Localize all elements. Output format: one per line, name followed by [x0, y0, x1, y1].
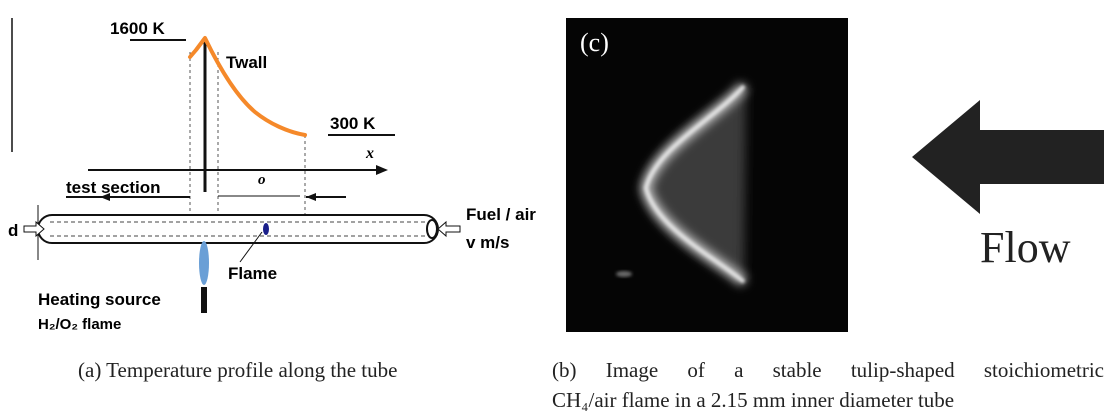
velocity-label: v m/s: [466, 233, 509, 252]
flame-front: [643, 84, 746, 284]
panel-label: (c): [580, 28, 609, 57]
tube-outer: [37, 214, 439, 244]
tube-end-ring: [426, 219, 438, 239]
flame-label: Flame: [228, 264, 277, 283]
x-axis-label: x: [365, 145, 374, 162]
heating-source-label: Heating source: [38, 290, 161, 309]
flame-pointer-line: [239, 231, 263, 263]
burner-icon: [201, 287, 207, 313]
flame-glow: [644, 88, 746, 280]
flame-photo-drawing: [566, 18, 848, 332]
test-section-arrowhead-right: [306, 193, 316, 201]
flow-arrow-icon: [912, 100, 1104, 214]
caption-a: (a) Temperature profile along the tube: [78, 358, 398, 382]
caption-b-line2: CH₄/air flame in a 2.15 mm inner diamete…: [552, 388, 955, 412]
flow-label: Flow: [980, 223, 1071, 272]
temperature-profile-schematic: 1600 K Twall 300 K x o test section d Fu…: [8, 18, 536, 330]
diameter-label: d: [8, 221, 18, 240]
inlet-arrow-icon: [437, 220, 461, 238]
flame-photograph: (c): [566, 18, 848, 332]
diameter-arrow-icon: [23, 220, 45, 238]
origin-label: o: [258, 172, 266, 188]
caption-b-line1: (b) Image of a stable tulip-shaped stoic…: [552, 358, 1104, 382]
x-axis-arrowhead: [376, 165, 388, 175]
fuel-label: Fuel / air: [466, 205, 536, 224]
t-max-label: 1600 K: [110, 19, 166, 38]
test-section-arrowhead-left: [100, 193, 110, 201]
h2o2-flame-label: H₂/O₂ flame: [38, 316, 121, 330]
t-min-label: 300 K: [330, 114, 376, 133]
tube-flame-icon: [263, 223, 269, 235]
stray-light-spot: [616, 271, 632, 277]
t-wall-label: Twall: [226, 53, 267, 72]
temperature-curve: [188, 36, 307, 137]
heating-flame-icon: [199, 241, 209, 285]
test-section-label: test section: [66, 178, 160, 197]
